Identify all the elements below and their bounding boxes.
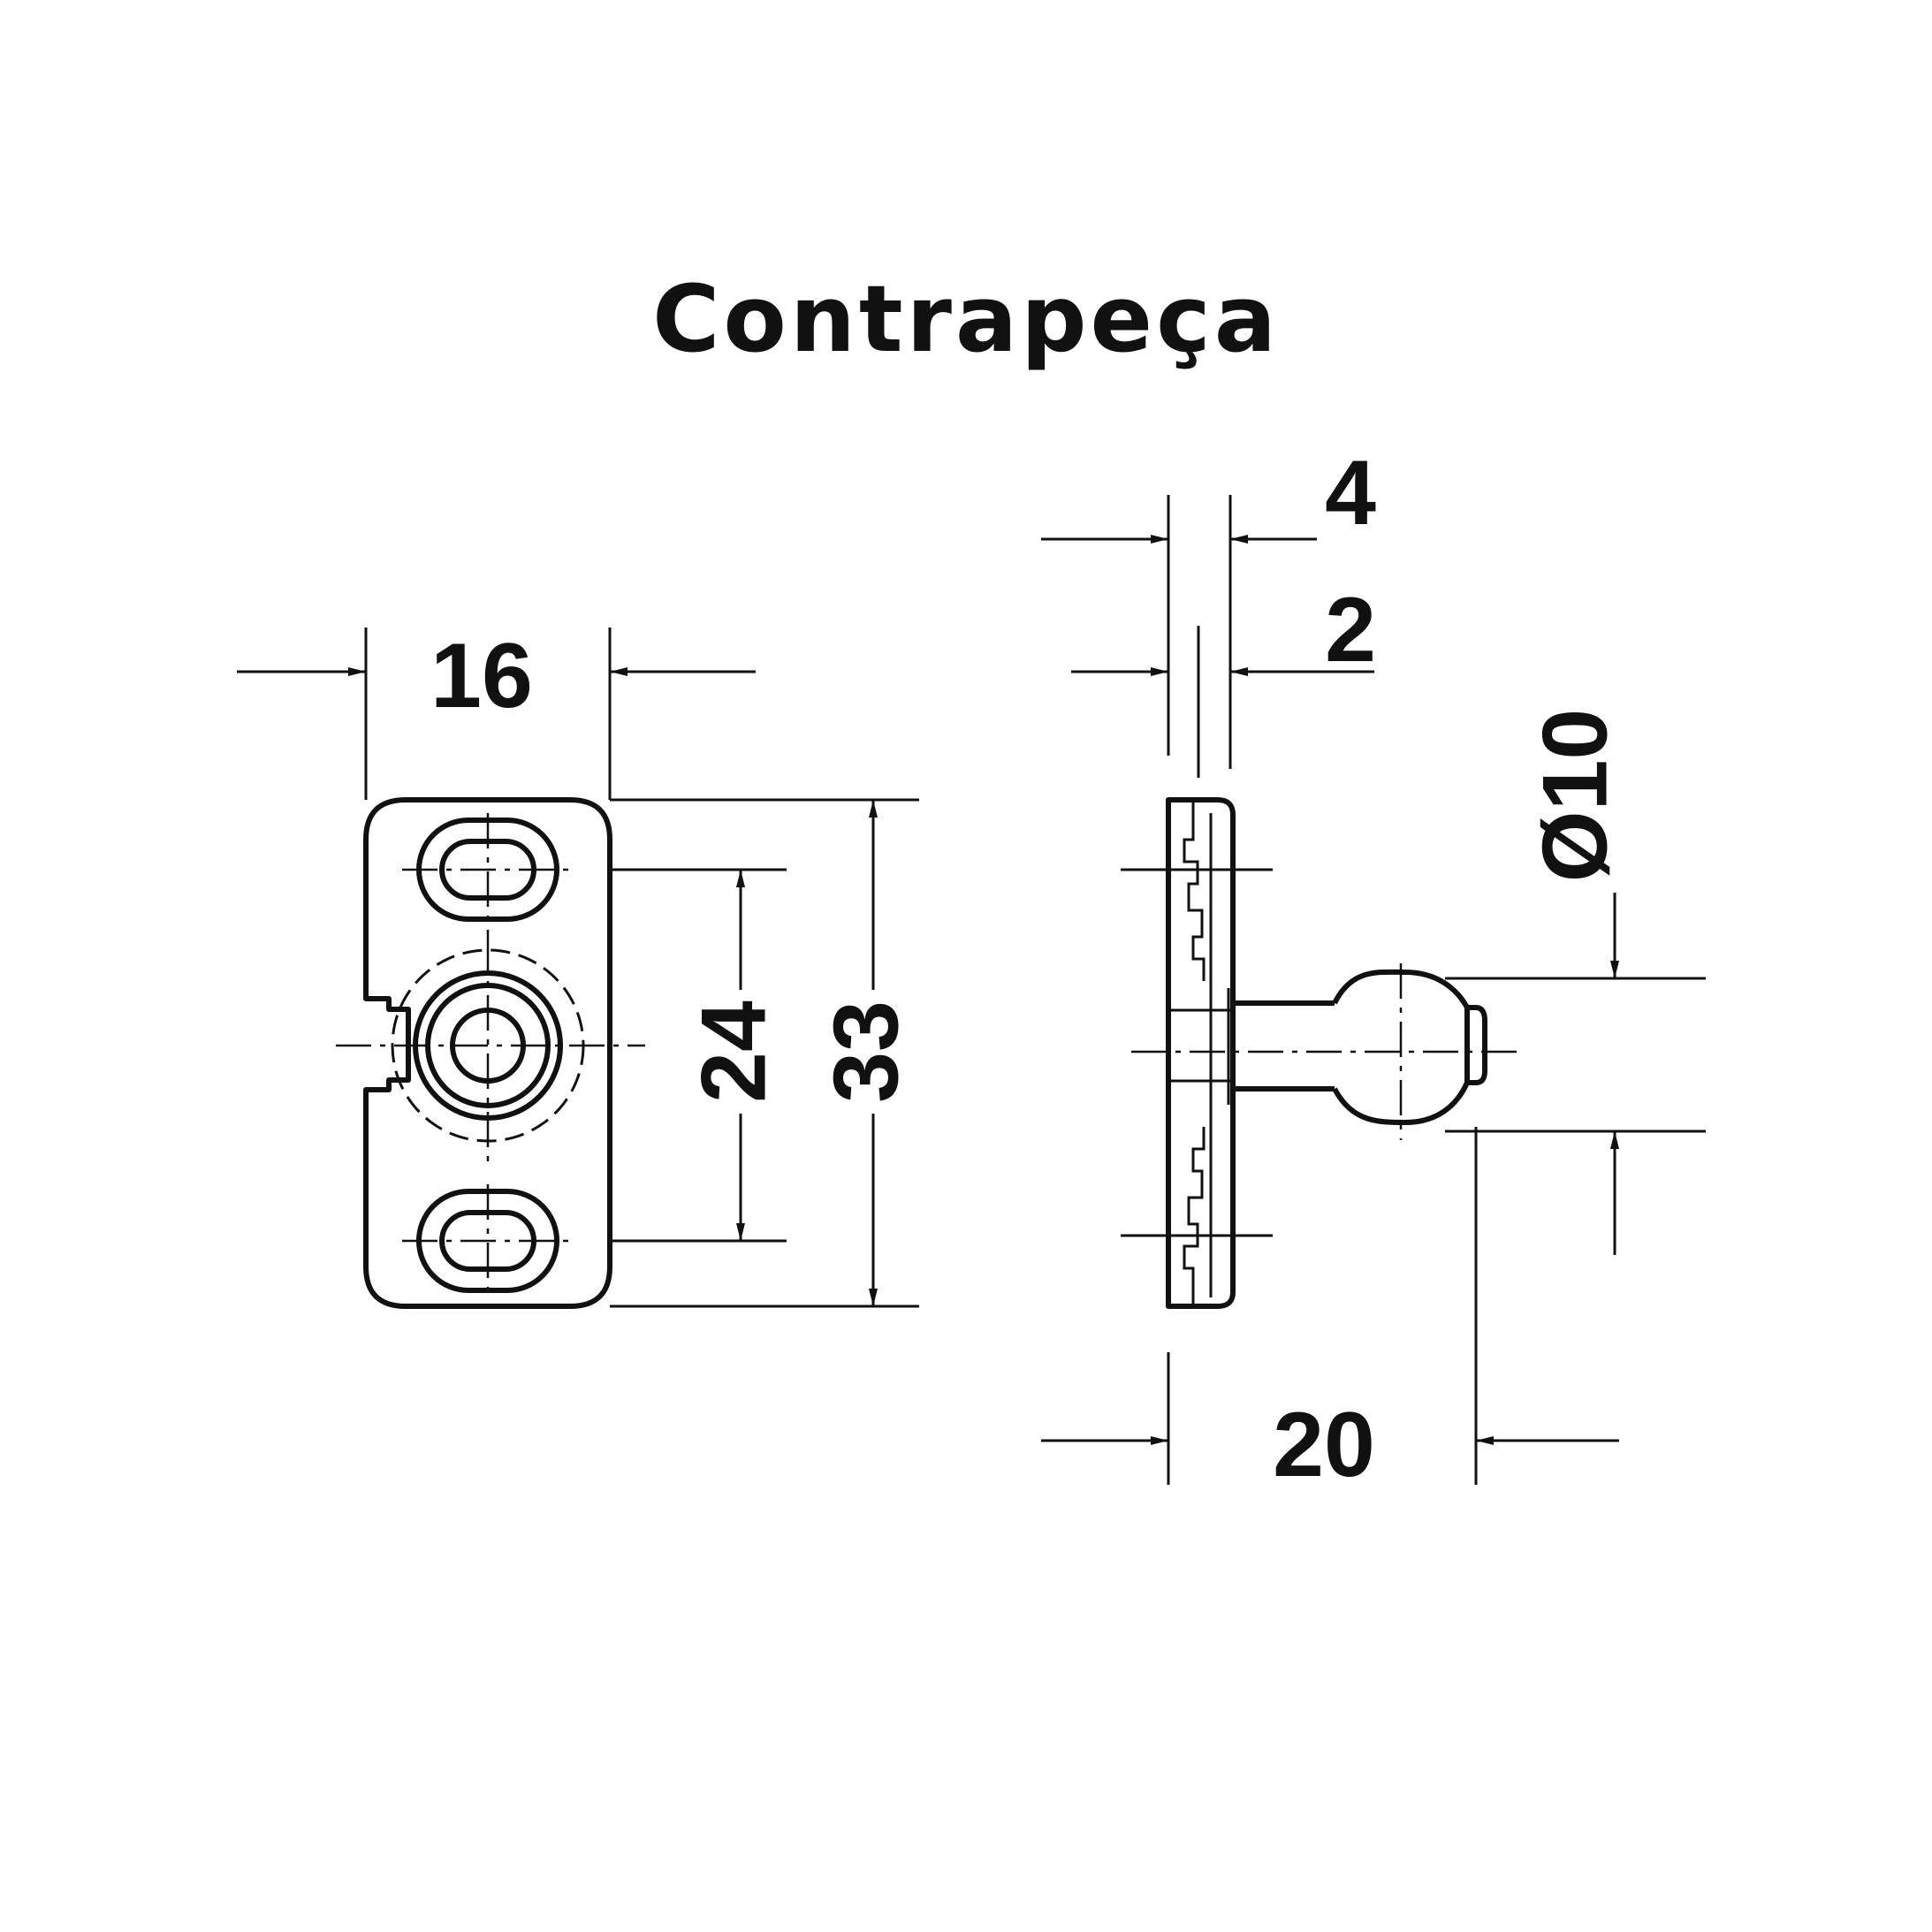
shaft-outline — [1233, 1000, 1335, 1092]
front-dimensions: 16 24 33 — [237, 625, 919, 1308]
front-plate-outline — [363, 797, 612, 1309]
ball-tip — [1467, 1005, 1487, 1085]
side-plate-outline — [1166, 797, 1236, 1309]
dim-thickness-4: 4 — [1325, 442, 1376, 544]
dim-spacing-24: 24 — [682, 1000, 785, 1103]
dim-depth-20: 20 — [1273, 1394, 1375, 1496]
drawing-title: Contrapeça — [652, 265, 1280, 373]
dim-inner-2: 2 — [1325, 579, 1376, 681]
front-view — [336, 797, 645, 1309]
dim-height-33: 33 — [815, 1000, 917, 1103]
dim-width-16: 16 — [430, 625, 533, 727]
dim-diameter-10: Ø10 — [1524, 709, 1626, 883]
ball-outline — [1332, 969, 1470, 1125]
plate-inner-steps — [1183, 800, 1206, 1306]
side-dimensions: 4 2 Ø10 20 — [1041, 442, 1706, 1496]
side-view — [1121, 797, 1520, 1309]
